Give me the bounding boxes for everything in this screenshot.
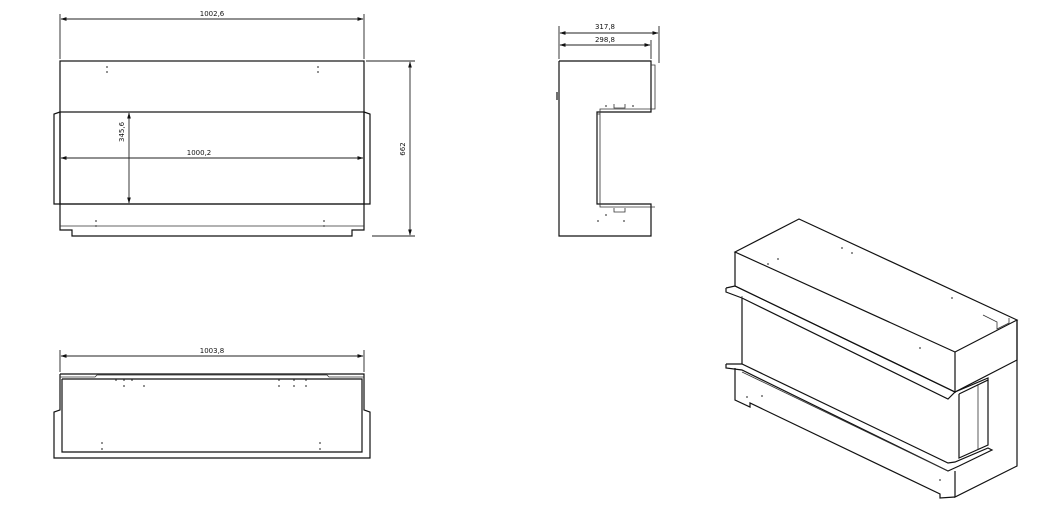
- iso-bottom-flange: [725, 363, 994, 472]
- front-inner-panel: [59, 111, 365, 205]
- bottom-inner-outline: [61, 378, 363, 453]
- dim-inner-height-label: 345,6: [118, 121, 126, 142]
- side-profile: [558, 60, 652, 237]
- dim-bottom-width-label: 1003,8: [200, 347, 225, 355]
- iso-front-lower: [734, 368, 956, 499]
- dim-inner-width-label: 1000,2: [187, 149, 212, 157]
- bottom-top-edge: [60, 374, 364, 378]
- dim-front-height-label: 662: [399, 142, 407, 155]
- side-view: 317,8 298,8: [556, 23, 660, 237]
- iso-top-face: [733, 218, 1019, 353]
- front-outer-frame: [59, 60, 365, 205]
- dim-side-outer-label: 317,8: [595, 23, 615, 31]
- front-left-flange: [53, 111, 61, 205]
- side-notch-bottom: [613, 208, 626, 213]
- front-right-flange: [363, 111, 371, 205]
- iso-notch-top: [982, 314, 1010, 330]
- side-inner-profile: [599, 64, 656, 208]
- bottom-outline: [53, 373, 371, 459]
- iso-right-cut-upper: [954, 377, 989, 395]
- iso-base-line: [741, 371, 949, 472]
- dim-front-width-label: 1002,6: [200, 10, 225, 18]
- front-view: 1002,6 662 345,6 1000,2: [53, 10, 415, 237]
- iso-top-flange: [725, 285, 957, 400]
- iso-front-upper: [734, 252, 956, 393]
- isometric-view: [725, 218, 1019, 499]
- bottom-view: 1003,8: [53, 347, 371, 459]
- front-base: [59, 204, 365, 237]
- iso-right-lower: [954, 360, 1018, 498]
- side-notch-top: [613, 104, 626, 109]
- dim-side-inner-label: 298,8: [595, 36, 615, 44]
- iso-recess-back: [958, 380, 989, 459]
